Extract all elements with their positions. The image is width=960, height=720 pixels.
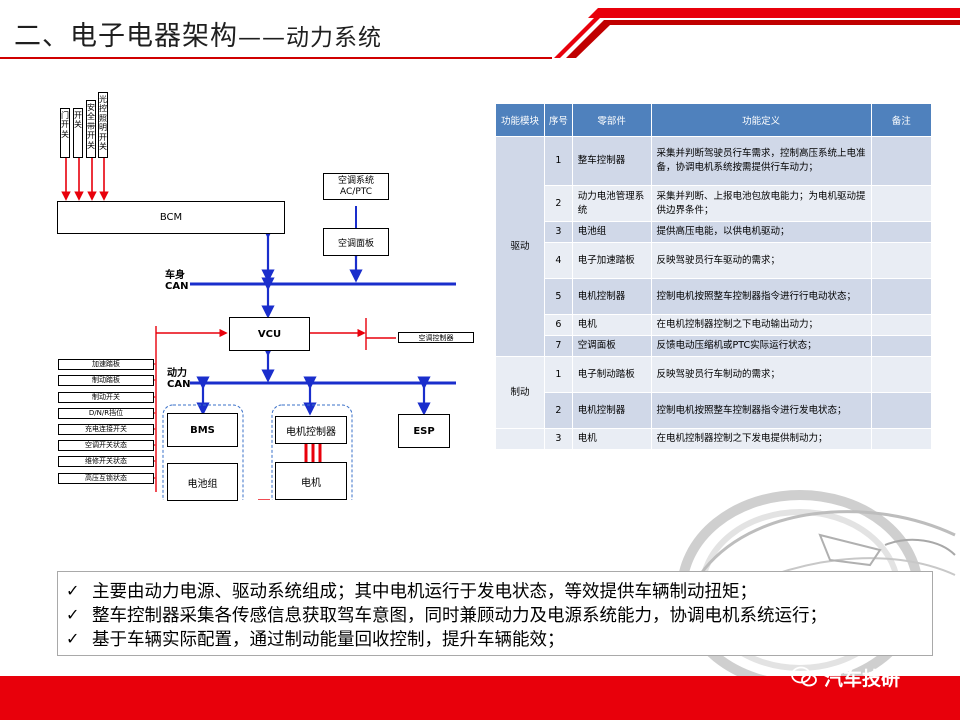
table-cell: 7: [544, 335, 573, 357]
table-cell: 在电机控制器控制之下发电提供制动力；: [650, 428, 872, 450]
table-cell: 电池组: [571, 221, 652, 243]
watermark-text: 汽车技研: [824, 667, 901, 690]
bcm-input-1: 门开关: [60, 108, 70, 158]
signal-charge: 充电连接开关: [58, 424, 154, 435]
summary-item: ✓ 主要由动力电源、驱动系统组成；其中电机运行于发电状态，等效提供车辆制动扭矩；: [66, 578, 932, 602]
ac-system-box: 空调系统 AC/PTC: [323, 173, 389, 200]
col-part: 零部件: [571, 103, 652, 137]
col-note: 备注: [870, 103, 933, 137]
summary-text: 基于车辆实际配置，通过制动能量回收控制，提升车辆能效；: [92, 629, 565, 650]
signal-brake-switch: 制动开关: [58, 392, 154, 403]
table-cell: 采集并判断驾驶员行车需求，控制高压系统上电准备，协调电机系统按需提供行车动力；: [650, 136, 872, 186]
page-title: 二、电子电器架构——动力系统: [14, 14, 382, 53]
table-cell: 空调面板: [571, 335, 652, 357]
table-cell: 动力电池管理系统: [571, 185, 652, 222]
motor-controller-box: 电机控制器: [275, 416, 347, 444]
summary-text: 主要由动力电源、驱动系统组成；其中电机运行于发电状态，等效提供车辆制动扭矩；: [92, 581, 757, 602]
battery-box: 电池组: [167, 463, 238, 501]
table-cell: [870, 356, 933, 393]
table-cell: 采集并判断、上报电池包放电能力；为电机驱动提供边界条件；: [650, 185, 872, 222]
table-cell: 在电机控制器控制之下电动输出动力；: [650, 314, 872, 336]
check-icon: ✓: [66, 604, 80, 624]
module-drive: 驱动: [494, 136, 546, 357]
table-cell: 3: [544, 221, 573, 243]
table-cell: [870, 242, 933, 279]
col-module: 功能模块: [494, 103, 546, 137]
vcu-box: VCU: [229, 317, 310, 351]
table-cell: 5: [544, 278, 573, 315]
table-cell: 反映驾驶员行车制动的需求；: [650, 356, 872, 393]
table-cell: 控制电机按照整车控制器指令进行行电动状态；: [650, 278, 872, 315]
ac-controller-box: 空调控制器: [398, 332, 474, 343]
signal-brake-pedal: 制动踏板: [58, 375, 154, 386]
module-brake: 制动: [494, 356, 546, 429]
table-cell: 2: [544, 392, 573, 429]
signal-ac-switch: 空调开关状态: [58, 440, 154, 451]
title-main: 二、电子电器架构: [14, 21, 238, 52]
bcm-input-4: 光控照明开关: [98, 92, 108, 158]
col-definition: 功能定义: [650, 103, 872, 137]
ac-panel-box: 空调面板: [323, 228, 389, 256]
signal-gear: D/N/R挡位: [58, 408, 154, 419]
table-cell: 1: [544, 356, 573, 393]
table-cell: 6: [544, 314, 573, 336]
table-cell: 2: [544, 185, 573, 222]
table-cell: 4: [544, 242, 573, 279]
table-cell: [870, 335, 933, 357]
module-empty: [494, 428, 546, 450]
motor-box: 电机: [275, 462, 347, 500]
signal-service-switch: 维修开关状态: [58, 456, 154, 467]
table-cell: 整车控制器: [571, 136, 652, 186]
check-icon: ✓: [66, 628, 80, 648]
bcm-box: BCM: [57, 201, 285, 234]
check-icon: ✓: [66, 580, 80, 600]
table-cell: 电子制动踏板: [571, 356, 652, 393]
table-cell: [870, 392, 933, 429]
header-underline: [0, 57, 552, 59]
table-cell: 电机: [571, 428, 652, 450]
signal-hv-interlock: 高压互锁状态: [58, 473, 154, 484]
signal-accelerator: 加速踏板: [58, 359, 154, 370]
bms-box: BMS: [167, 413, 238, 447]
table-cell: 提供高压电能，以供电机驱动；: [650, 221, 872, 243]
table-cell: 电子加速踏板: [571, 242, 652, 279]
summary-text: 整车控制器采集各传感信息获取驾车意图，同时兼顾动力及电源系统能力，协调电机系统运…: [92, 605, 827, 626]
table-cell: [870, 136, 933, 186]
esp-box: ESP: [398, 414, 450, 448]
table-cell: 反映驾驶员行车驱动的需求；: [650, 242, 872, 279]
table-cell: [870, 428, 933, 450]
table-cell: 3: [544, 428, 573, 450]
summary-box: ✓ 主要由动力电源、驱动系统组成；其中电机运行于发电状态，等效提供车辆制动扭矩；…: [57, 571, 933, 656]
table-cell: [870, 278, 933, 315]
header-stripes: [554, 8, 960, 58]
watermark: 汽车技研: [790, 664, 950, 690]
summary-item: ✓ 整车控制器采集各传感信息获取驾车意图，同时兼顾动力及电源系统能力，协调电机系…: [66, 602, 932, 626]
bcm-input-3: 安全带开关: [86, 100, 96, 158]
table-cell: [870, 221, 933, 243]
title-sub: ——动力系统: [238, 25, 382, 51]
function-table: 功能模块 序号 零部件 功能定义 备注 驱动 1 整车控制器 采集并判断驾驶员行…: [494, 103, 933, 450]
table-cell: [870, 314, 933, 336]
summary-item: ✓ 基于车辆实际配置，通过制动能量回收控制，提升车辆能效；: [66, 626, 932, 650]
table-cell: 电机控制器: [571, 392, 652, 429]
wechat-icon: [791, 666, 817, 687]
bcm-input-2: 开关: [73, 108, 83, 158]
table-cell: 电机: [571, 314, 652, 336]
col-no: 序号: [544, 103, 573, 137]
table-cell: [870, 185, 933, 222]
table-cell: 控制电机按照整车控制器指令进行发电状态；: [650, 392, 872, 429]
table-cell: 1: [544, 136, 573, 186]
architecture-diagram: 门开关 开关 安全带开关 光控照明开关 BCM 空调系统 AC/PTC 空调面板…: [0, 80, 490, 501]
table-cell: 反馈电动压缩机或PTC实际运行状态；: [650, 335, 872, 357]
body-can-label: 车身 CAN: [165, 270, 189, 292]
table-cell: 电机控制器: [571, 278, 652, 315]
power-can-label: 动力 CAN: [167, 368, 191, 390]
